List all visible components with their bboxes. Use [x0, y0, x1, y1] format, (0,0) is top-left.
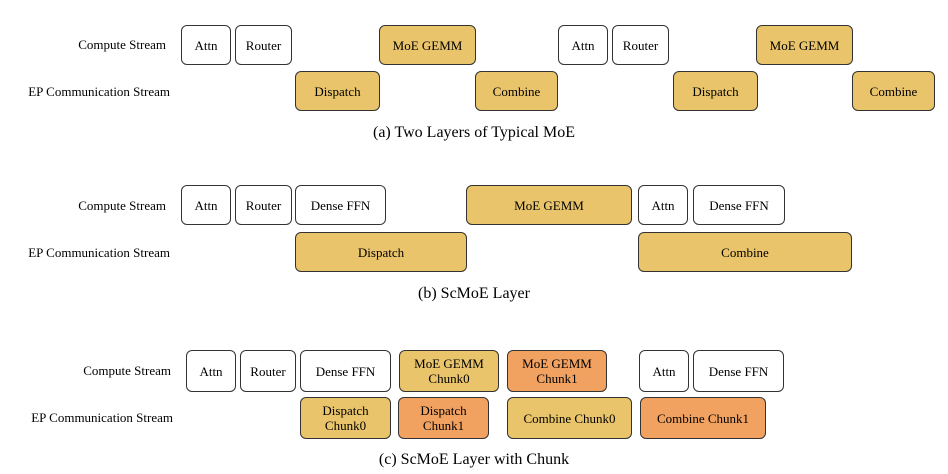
- moe-gemm-chunk0-block: MoE GEMM Chunk0: [399, 350, 499, 392]
- combine-chunk0-block: Combine Chunk0: [507, 397, 632, 439]
- moe-gemm-block: MoE GEMM: [466, 185, 632, 225]
- dispatch-chunk1-block: Dispatch Chunk1: [398, 397, 489, 439]
- moe-gemm-chunk1-block: MoE GEMM Chunk1: [507, 350, 607, 392]
- ep-stream-label-c: EP Communication Stream: [31, 410, 173, 425]
- dispatch-block: Dispatch: [295, 71, 380, 111]
- dense-ffn-block: Dense FFN: [300, 350, 391, 392]
- moe-gemm-block: MoE GEMM: [379, 25, 476, 65]
- caption-c: (c) ScMoE Layer with Chunk: [378, 451, 570, 468]
- attn-block: Attn: [639, 350, 689, 392]
- router-block: Router: [240, 350, 296, 392]
- router-block: Router: [235, 185, 292, 225]
- attn-block: Attn: [186, 350, 236, 392]
- dense-ffn-block: Dense FFN: [693, 350, 784, 392]
- caption-a: (a) Two Layers of Typical MoE: [373, 124, 575, 141]
- dispatch-chunk0-block: Dispatch Chunk0: [300, 397, 391, 439]
- ep-stream-label-a: EP Communication Stream: [28, 84, 170, 99]
- attn-block: Attn: [181, 25, 231, 65]
- compute-stream-label-c: Compute Stream: [83, 363, 171, 378]
- dense-ffn-block: Dense FFN: [693, 185, 785, 225]
- ep-stream-label-b: EP Communication Stream: [28, 245, 170, 260]
- dense-ffn-block: Dense FFN: [295, 185, 386, 225]
- combine-chunk1-block: Combine Chunk1: [640, 397, 766, 439]
- compute-stream-label-b: Compute Stream: [78, 198, 166, 213]
- moe-gemm-block: MoE GEMM: [756, 25, 853, 65]
- combine-block: Combine: [638, 232, 852, 272]
- dispatch-block: Dispatch: [295, 232, 467, 272]
- combine-block: Combine: [475, 71, 558, 111]
- router-block: Router: [612, 25, 669, 65]
- attn-block: Attn: [558, 25, 608, 65]
- attn-block: Attn: [181, 185, 231, 225]
- attn-block: Attn: [638, 185, 688, 225]
- caption-b: (b) ScMoE Layer: [418, 285, 530, 302]
- dispatch-block: Dispatch: [673, 71, 758, 111]
- compute-stream-label-a: Compute Stream: [78, 37, 166, 52]
- combine-block: Combine: [852, 71, 935, 111]
- router-block: Router: [235, 25, 292, 65]
